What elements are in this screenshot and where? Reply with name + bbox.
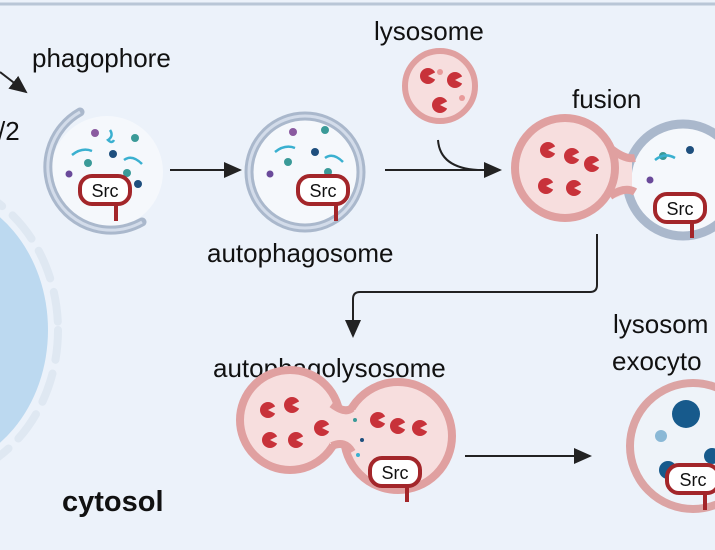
exocytosis-label-line2: exocyto [612,346,702,376]
lysosome-label: lysosome [374,16,484,46]
cell-nucleus [0,199,62,461]
src-cargo: Src [665,463,715,510]
src-label: Src [92,181,119,201]
cytosol-label: cytosol [62,486,164,518]
autophagolysosome-label: autophagolysosome [213,353,446,383]
autophagosome-label: autophagosome [207,238,393,268]
fusion-label: fusion [572,84,641,114]
src-label: Src [310,181,337,201]
exocytosis-label-line1: lysosom [613,309,708,339]
src-cargo: Src [78,174,132,221]
phagophore-label: phagophore [32,43,171,73]
src-cargo: Src [653,192,707,238]
fusion-vesicle [511,114,715,241]
src-cargo: Src [296,174,350,221]
partial-label: /2 [0,116,20,146]
phagophore [43,107,163,235]
src-label: Src [667,199,694,219]
src-label: Src [680,470,707,490]
arrow-to-autophagolysosome [345,234,598,338]
src-label: Src [382,463,409,483]
arrow-to-phagophore [0,71,28,94]
src-cargo: Src [368,456,422,502]
lysosome-merge-line [437,139,479,171]
lysosome [402,48,478,124]
autophagosome [244,111,366,233]
